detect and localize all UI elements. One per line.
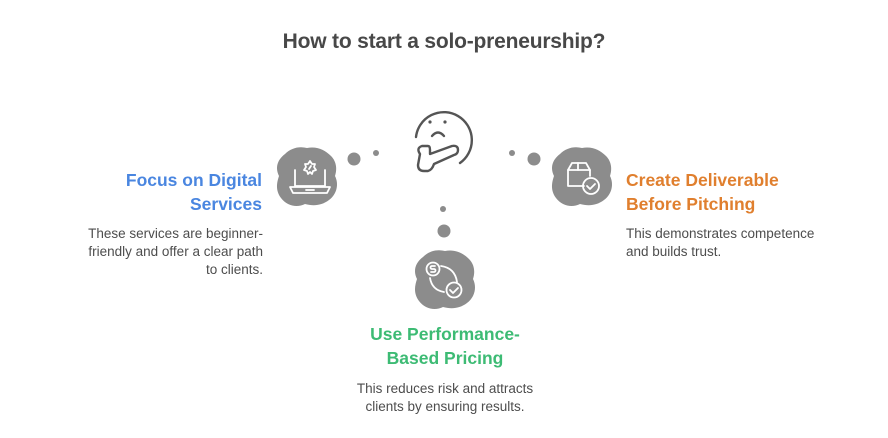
heading-line: Before Pitching <box>626 194 756 214</box>
heading-line: Services <box>189 194 262 214</box>
item-heading-left: Focus on Digital Services <box>100 168 262 216</box>
item-description-bottom: This reduces risk and attracts clients b… <box>320 380 570 416</box>
connector-dot-left-large <box>347 152 361 166</box>
description-line: This reduces risk and attracts <box>356 381 534 396</box>
connector-dot-bottom-large <box>437 224 451 238</box>
description-line: friendly and offer a clear path <box>88 244 263 259</box>
blob-left <box>277 147 337 206</box>
blob-bottom <box>415 250 475 309</box>
connector-dot-left-small <box>373 150 379 156</box>
heading-line: Use Performance- <box>370 324 520 344</box>
connector-dot-right-small <box>509 150 515 156</box>
description-line: and builds trust. <box>626 244 722 259</box>
item-description-right: This demonstrates competence and builds … <box>626 225 856 261</box>
description-line: to clients. <box>205 262 263 277</box>
description-line: These services are beginner- <box>88 226 263 241</box>
description-line: clients by ensuring results. <box>365 399 525 414</box>
item-heading-bottom: Use Performance- Based Pricing <box>330 322 560 370</box>
description-line: This demonstrates competence <box>626 226 815 241</box>
thinking-face-icon <box>414 111 474 173</box>
connector-dot-bottom-small <box>440 206 446 212</box>
heading-line: Based Pricing <box>386 348 504 368</box>
dollar-cycle-check-icon <box>425 261 463 299</box>
heading-line: Focus on Digital <box>125 170 262 190</box>
item-heading-right: Create Deliverable Before Pitching <box>626 168 846 216</box>
laptop-gear-icon <box>289 160 331 194</box>
package-check-icon <box>567 162 600 195</box>
blob-right <box>552 147 612 206</box>
heading-line: Create Deliverable <box>626 170 779 190</box>
connector-dot-right-large <box>527 152 541 166</box>
diagram-title: How to start a solo-preneurship? <box>282 30 606 53</box>
item-description-left: These services are beginner- friendly an… <box>60 225 263 279</box>
